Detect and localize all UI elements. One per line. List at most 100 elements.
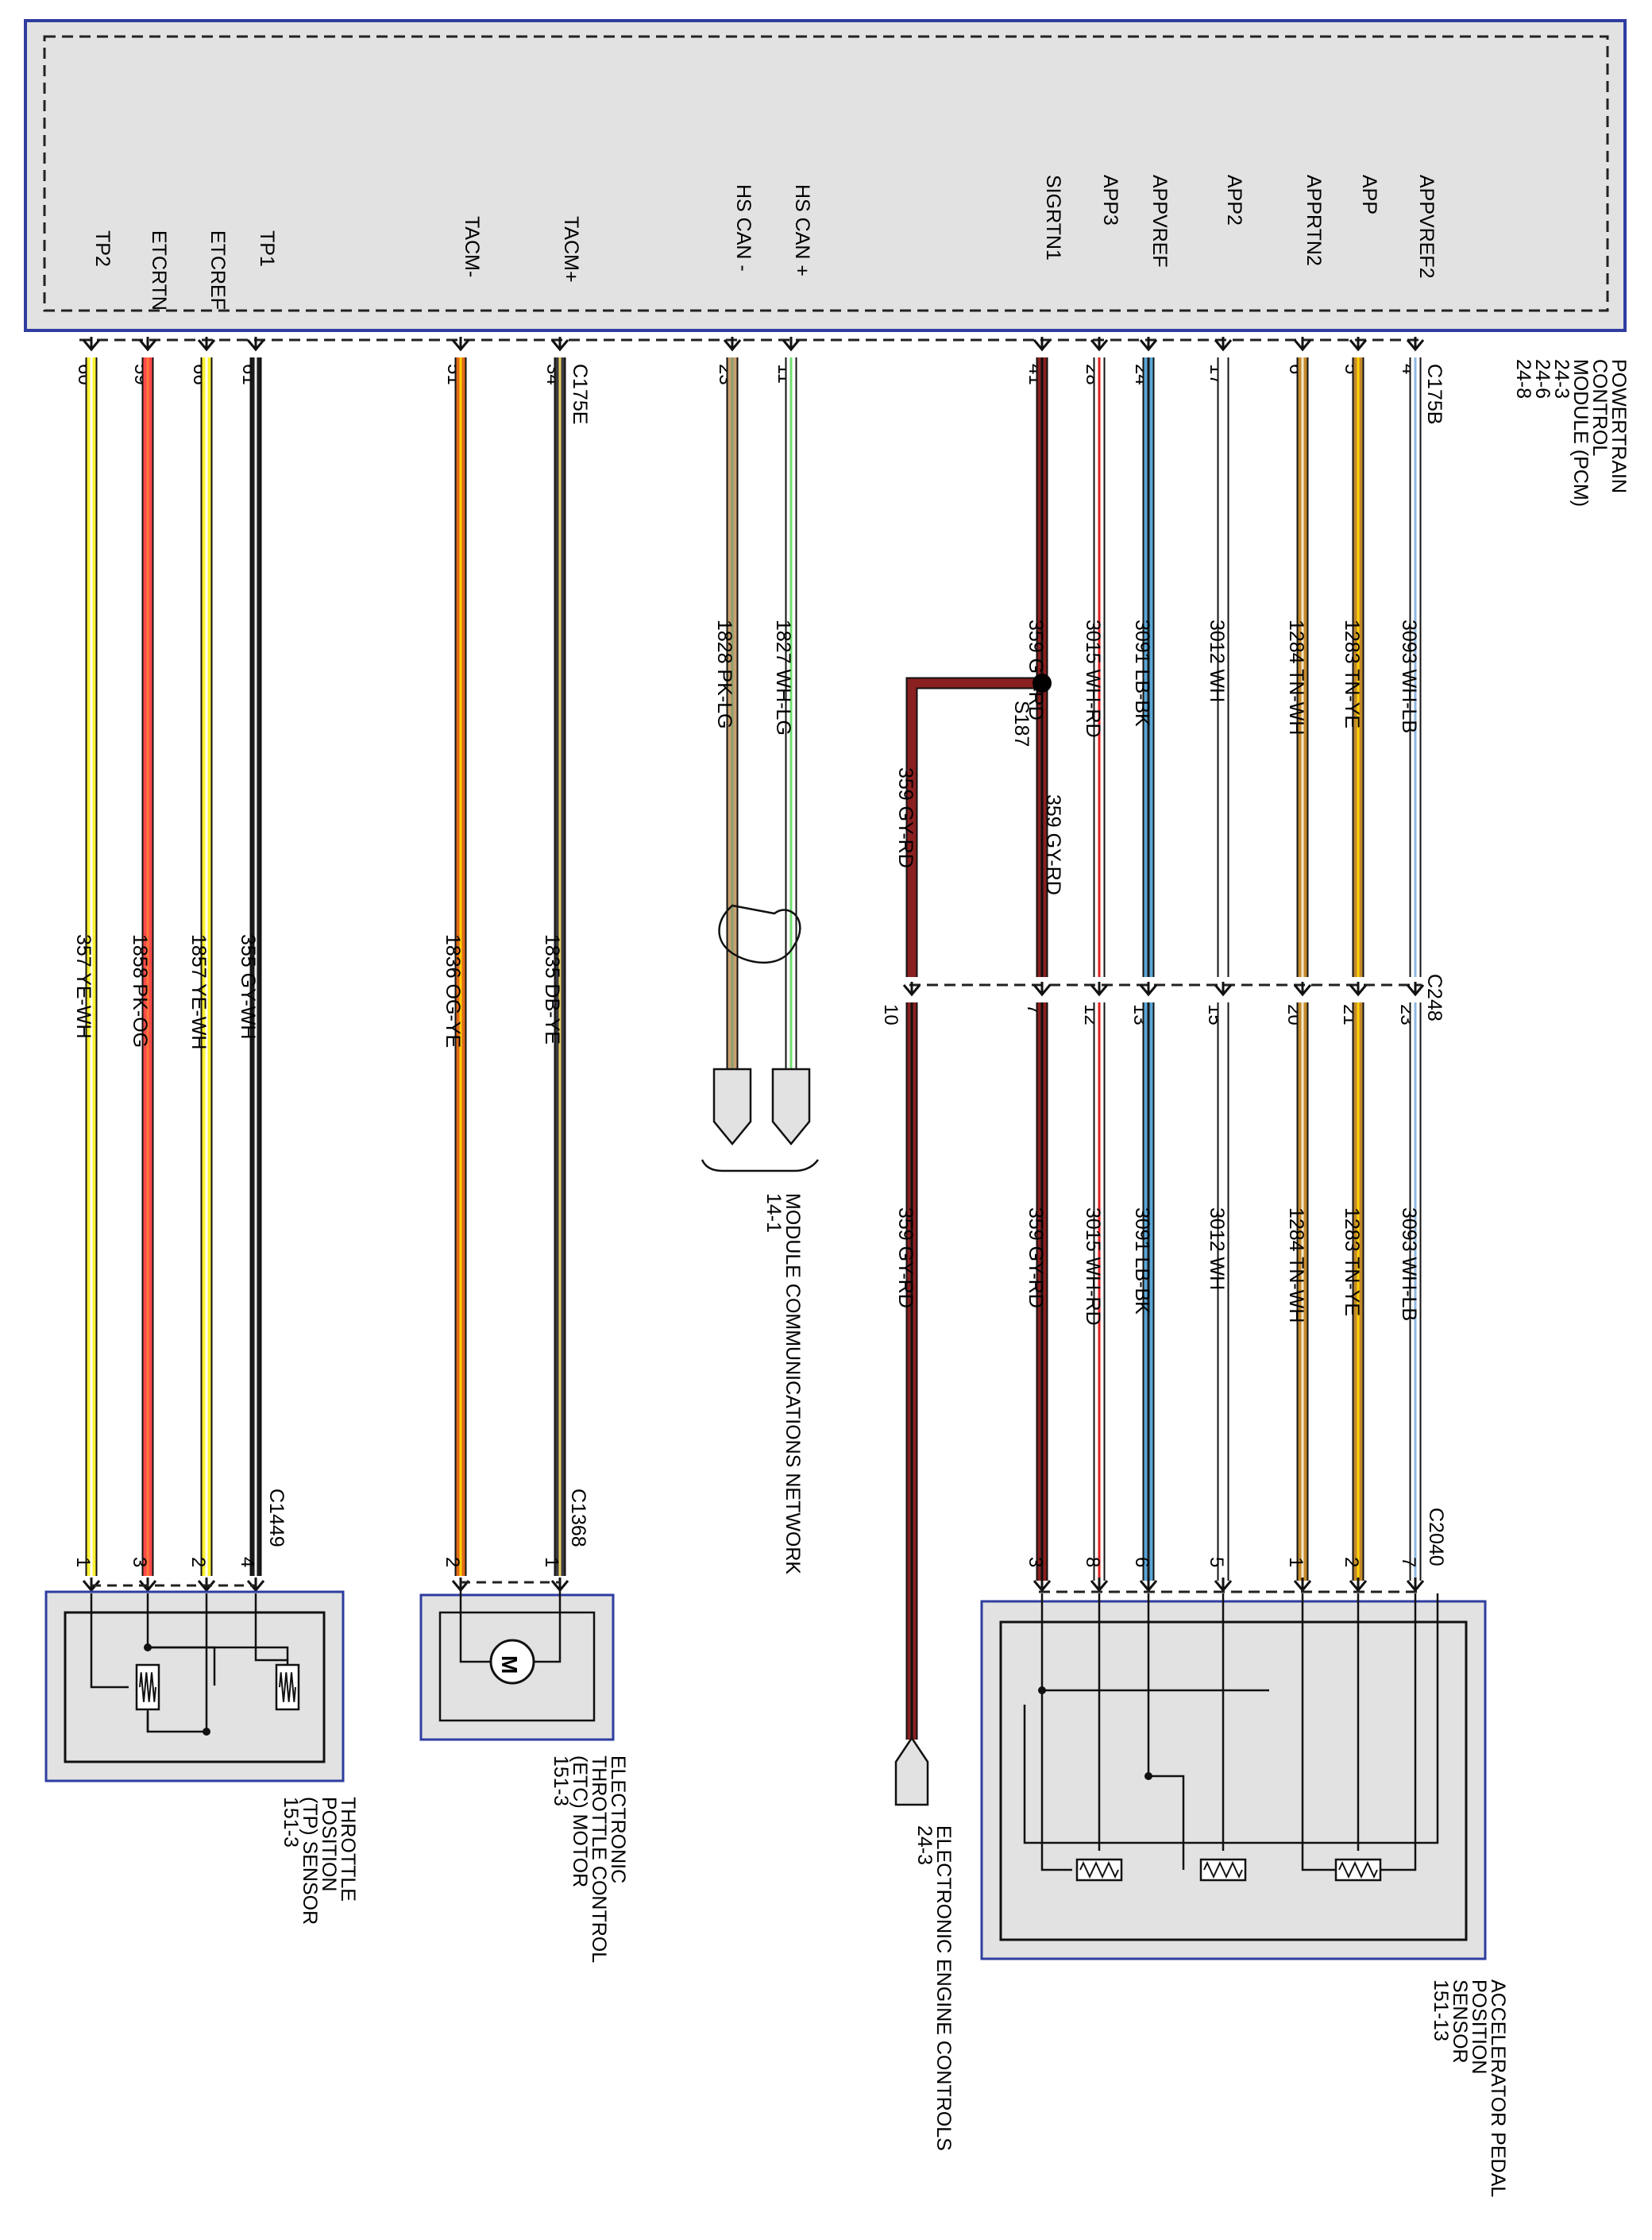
wire-tp-0-signal-name: TP1 bbox=[256, 230, 278, 267]
wire-app2-sensor-pin: 5 bbox=[1206, 1557, 1227, 1567]
app-res-3-zigzag bbox=[1338, 1860, 1378, 1879]
wire-tp-3-sensor-pin: 1 bbox=[72, 1557, 94, 1567]
tp-node-1 bbox=[144, 1643, 152, 1651]
wire-appvref-signal-name: APPVREF bbox=[1148, 175, 1171, 268]
etc-motor-leads bbox=[459, 1587, 562, 1663]
wire-tp-3-label: 357 YE-WH bbox=[72, 934, 95, 1039]
wire-appvref2-sensor-pin: 7 bbox=[1398, 1557, 1419, 1567]
tp-sensor-label: THROTTLE POSITION (TP) SENSOR 151-3 bbox=[280, 1797, 359, 1930]
pcm-module-box bbox=[24, 19, 1627, 332]
wire-appvref-upper-label: 3091 LB-BK bbox=[1131, 620, 1153, 727]
app-sensor-internal-circuit bbox=[1023, 1593, 1439, 1882]
wire-app3-signal-name: APP3 bbox=[1099, 175, 1121, 226]
engine-controls-label: ELECTRONIC ENGINE CONTROLS 24-3 bbox=[913, 1825, 955, 2157]
wire-can-0-label: 1827 WH-LG bbox=[772, 620, 794, 736]
c1449-label: C1449 bbox=[265, 1489, 288, 1547]
app-res-2-zigzag bbox=[1203, 1860, 1243, 1879]
wire-tp-2-signal-name: ETCRTN bbox=[148, 230, 170, 311]
can-plus-connector-icon bbox=[771, 1068, 811, 1145]
tp-res-2-zigzag bbox=[279, 1672, 296, 1702]
wire-app2-signal-name: APP2 bbox=[1223, 175, 1245, 226]
can-minus-connector-icon bbox=[712, 1068, 752, 1145]
pcm-connector-c175e: C175E bbox=[569, 364, 591, 424]
wire-tac-1-signal-name: TACM- bbox=[461, 216, 483, 277]
tp-res-1-zigzag bbox=[139, 1672, 156, 1702]
wire-app2-lower-label: 3012 WH bbox=[1206, 1207, 1228, 1290]
c248-label: C248 bbox=[1423, 974, 1446, 1022]
wire-app-signal-name: APP bbox=[1358, 175, 1380, 214]
wire-tp-1-sensor-pin: 2 bbox=[187, 1557, 209, 1567]
appvref-lead bbox=[1147, 1593, 1185, 1870]
app-node-2 bbox=[1144, 1772, 1152, 1780]
wire-tp-2-label: 1858 PK-OG bbox=[129, 934, 151, 1048]
wire-appvref-sensor-pin: 6 bbox=[1131, 1557, 1152, 1567]
wire-tac-0-signal-name: TACM+ bbox=[560, 216, 582, 283]
wire-tac-1-motor-pin: 2 bbox=[442, 1557, 463, 1567]
app-node-1 bbox=[1038, 1686, 1046, 1694]
wire-app-sensor-pin: 2 bbox=[1341, 1557, 1362, 1567]
c2040-label: C2040 bbox=[1425, 1508, 1447, 1566]
app-sensor-inner bbox=[999, 1620, 1468, 1941]
wire-sigrtn1-lower-label: 359 GY-RD bbox=[1025, 1207, 1047, 1308]
s187-splice-dot bbox=[1032, 674, 1052, 693]
app-rail-outer bbox=[1023, 1593, 1439, 1844]
tp-sensor-inner bbox=[64, 1611, 326, 1763]
tp2-lead bbox=[90, 1593, 129, 1689]
wire-apprtn2-upper-label: 1284 TN-WH bbox=[1285, 620, 1307, 735]
wire-apprtn2-signal-name: APPRTN2 bbox=[1303, 175, 1325, 266]
s187-label: S187 bbox=[1010, 701, 1032, 747]
wire-sigrtn1-signal-name: SIGRTN1 bbox=[1042, 175, 1064, 261]
wire-appvref2-signal-name: APPVREF2 bbox=[1415, 175, 1438, 279]
wire-can-1-signal-name: HS CAN - bbox=[732, 184, 755, 272]
wire-can-1-label: 1828 PK-LG bbox=[713, 620, 735, 729]
app-sensor-label: ACCELERATOR PEDAL POSITION SENSOR 151-13 bbox=[1430, 1979, 1509, 2202]
motor-m-glyph: M bbox=[497, 1655, 522, 1674]
wire-app3-upper-label: 3015 WH-RD bbox=[1082, 620, 1104, 738]
wire-apprtn2-sensor-pin: 1 bbox=[1285, 1557, 1307, 1567]
splice-out-label: 359 GY-RD bbox=[1042, 794, 1064, 895]
pcm-module-inner-outline bbox=[43, 35, 1609, 312]
wire-app3-lower-label: 3015 WH-RD bbox=[1082, 1207, 1104, 1326]
sigrtn-lead bbox=[1040, 1690, 1072, 1871]
app-res-1-zigzag bbox=[1079, 1860, 1119, 1879]
wire-tp-0-sensor-pin: 4 bbox=[237, 1557, 258, 1567]
can-bracket bbox=[701, 1159, 820, 1172]
wire-appvref2-lower-label: 3093 WH-LB bbox=[1398, 1207, 1420, 1321]
tp-sensor-internal-circuit bbox=[90, 1593, 300, 1736]
etc-motor-inner bbox=[438, 1611, 596, 1722]
branch-lower-label: 359 GY-RD bbox=[894, 1207, 917, 1308]
tp-node-2 bbox=[203, 1728, 210, 1736]
wire-apprtn2-lower-label: 1284 TN-WH bbox=[1285, 1207, 1307, 1323]
tp-ref-bus bbox=[148, 1646, 289, 1660]
branch-body bbox=[907, 678, 1042, 977]
engine-controls-connector-icon bbox=[894, 1736, 929, 1806]
wire-tp-0-label: 355 GY-WH bbox=[237, 934, 259, 1039]
wire-tac-1-label: 1836 OG-YE bbox=[442, 934, 464, 1048]
wire-app-upper-label: 1283 TN-YE bbox=[1341, 620, 1363, 728]
pcm-connector-c175b: C175B bbox=[1423, 364, 1446, 424]
wire-tac-0-motor-pin: 1 bbox=[541, 1557, 562, 1567]
branch-c248-pin: 10 bbox=[880, 1004, 901, 1025]
wire-sigrtn1-sensor-pin: 3 bbox=[1025, 1557, 1046, 1567]
wire-tp-1-signal-name: ETCREF bbox=[206, 230, 229, 310]
wire-tp-1-label: 1857 YE-WH bbox=[187, 934, 210, 1049]
wire-app3-sensor-pin: 8 bbox=[1082, 1557, 1103, 1567]
wire-can-0-signal-name: HS CAN + bbox=[791, 184, 813, 276]
wire-tac-0-label: 1835 DB-YE bbox=[541, 934, 563, 1045]
etc-motor-label: ELECTRONIC THROTTLE CONTROL (ETC) MOTOR … bbox=[550, 1755, 629, 1968]
wire-appvref-lower-label: 3091 LB-BK bbox=[1131, 1207, 1153, 1315]
c1368-label: C1368 bbox=[567, 1489, 589, 1547]
wire-appvref2-upper-label: 3093 WH-LB bbox=[1398, 620, 1420, 733]
wire-sigrtn1-upper-label: 359 GY-RD bbox=[1025, 620, 1047, 720]
wire-app-lower-label: 1283 TN-YE bbox=[1341, 1207, 1363, 1316]
wire-tp-3-signal-name: TP2 bbox=[91, 230, 114, 267]
app-res-2-body bbox=[1199, 1858, 1247, 1882]
app-sensor-box bbox=[980, 1600, 1487, 1960]
network-label: MODULE COMMUNICATIONS NETWORK 14-1 bbox=[762, 1193, 804, 1580]
branch-upper-label: 359 GY-RD bbox=[894, 767, 917, 868]
wire-tp-2-sensor-pin: 3 bbox=[129, 1557, 150, 1567]
